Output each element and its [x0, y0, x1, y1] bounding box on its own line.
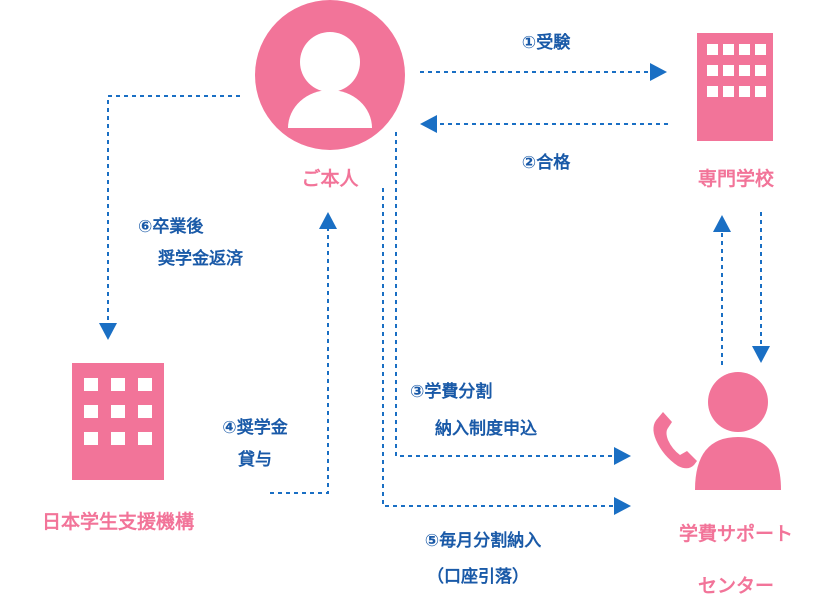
- step-exam-label: ①受験: [522, 32, 571, 53]
- person-icon: [255, 0, 405, 150]
- step-monthly-label-line2: （口座引落）: [427, 566, 529, 587]
- jasso-label: 日本学生支援機構: [42, 510, 194, 533]
- arrow-application: [395, 132, 631, 465]
- arrow-pass: [420, 115, 668, 133]
- person-label: ご本人: [301, 167, 359, 190]
- arrow-school-to-center: [752, 212, 770, 363]
- school-label: 専門学校: [698, 167, 775, 190]
- support-person-icon: [695, 372, 781, 490]
- step-repay-label-line2: 奨学金返済: [157, 248, 244, 269]
- arrow-center-to-school: [713, 215, 731, 365]
- phone-icon: [653, 412, 697, 469]
- step-scholarship-label-line1: ④奨学金: [222, 417, 288, 438]
- arrow-monthly-payment: [382, 188, 631, 515]
- jasso-building-icon: [72, 363, 164, 480]
- step-scholarship-label-line2: 貸与: [237, 449, 272, 470]
- step-application-label-line2: 納入制度申込: [435, 418, 537, 439]
- support-label-line1: 学費サポート: [679, 522, 793, 545]
- support-label-line2: センター: [698, 575, 774, 597]
- arrow-exam: [420, 63, 667, 81]
- arrow-scholarship: [270, 212, 337, 494]
- arrow-repay: [99, 95, 240, 340]
- step-repay-label-line1: ⑥卒業後: [138, 216, 204, 237]
- school-building-icon: [697, 33, 773, 141]
- step-monthly-label-line1: ⑤毎月分割納入: [425, 530, 541, 551]
- step-application-label-line1: ③学費分割: [410, 381, 492, 402]
- step-pass-label: ②合格: [522, 152, 571, 173]
